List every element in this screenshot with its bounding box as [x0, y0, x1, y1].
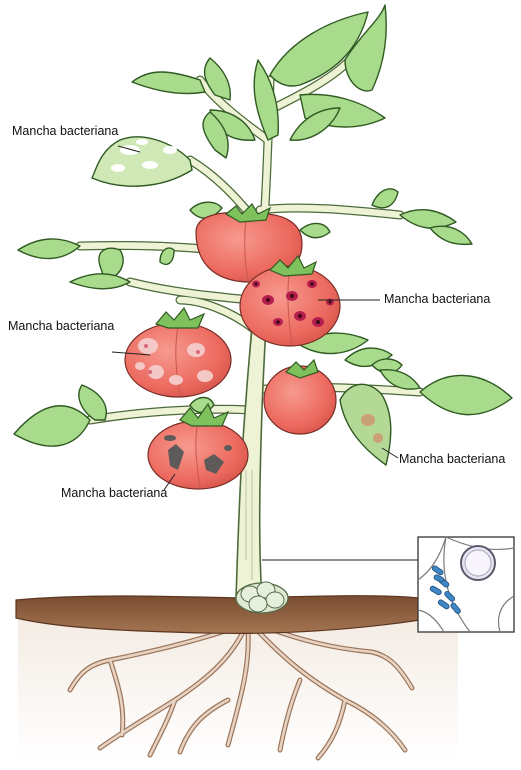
- leaf: [70, 274, 130, 289]
- leaf: [14, 406, 90, 446]
- tomato-pale-spotted: [125, 308, 231, 397]
- leaf: [132, 72, 205, 94]
- leaf: [300, 223, 330, 237]
- bacteria-inset: [418, 537, 514, 632]
- tomato-dark-spotted: [148, 404, 248, 489]
- annotation-fruit-spotted-label: Mancha bacteriana: [384, 292, 490, 306]
- annotation-right-leaf-label: Mancha bacteriana: [399, 452, 505, 466]
- annotation-leaf-label: Mancha bacteriana: [12, 124, 118, 138]
- leaf: [400, 210, 456, 229]
- leaf: [420, 375, 512, 414]
- annotation-fruit-pale-label: Mancha bacteriana: [8, 319, 114, 333]
- leaf: [430, 226, 472, 244]
- leaf: [372, 189, 398, 208]
- annotation-fruit-dark-label: Mancha bacteriana: [61, 486, 167, 500]
- leaf: [18, 239, 80, 259]
- tomato-right-lower: [264, 360, 336, 434]
- crown-gall: [236, 582, 288, 613]
- root-system: [18, 620, 458, 760]
